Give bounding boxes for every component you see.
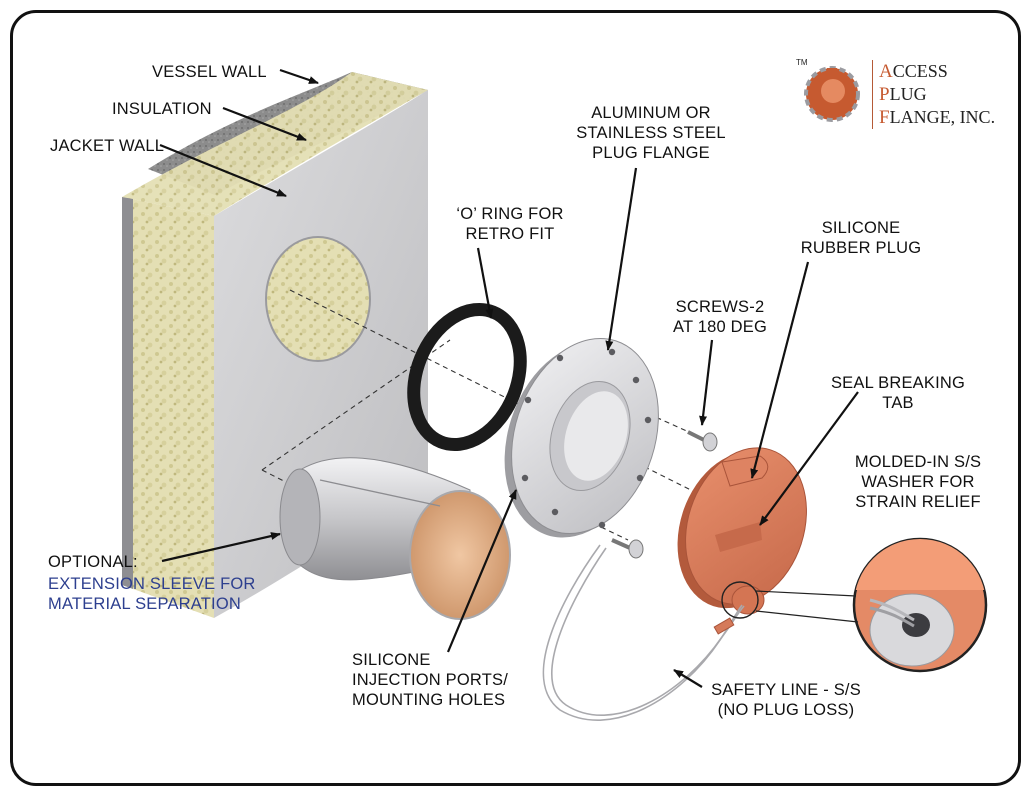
label-vessel-wall: VESSEL WALL (152, 63, 267, 81)
silicone-rubber-plug (677, 447, 807, 615)
screws (611, 430, 718, 559)
label-optional: OPTIONAL: (48, 553, 138, 571)
label-seal-breaking-tab: SEAL BREAKING TAB (830, 374, 966, 412)
logo-line-3: FLANGE, INC. (879, 107, 996, 128)
wall-hole (265, 236, 371, 362)
insulation-top (122, 72, 428, 216)
jacket-edge (122, 197, 133, 589)
company-logo-text: ACCESS PLUG FLANGE, INC. (872, 60, 995, 129)
trademark-mark: TM (796, 58, 808, 67)
label-washer: MOLDED-IN S/S WASHER FOR STRAIN RELIEF (854, 453, 982, 511)
label-insulation: INSULATION (112, 100, 212, 118)
extension-sleeve (279, 457, 511, 620)
safety-line (542, 544, 745, 721)
label-rubber-plug: SILICONE RUBBER PLUG (800, 219, 922, 257)
label-extension-sleeve: EXTENSION SLEEVE FOR MATERIAL SEPARATION (48, 575, 256, 613)
insulation-side (122, 197, 214, 618)
washer-detail-lens (721, 537, 988, 673)
label-jacket-wall: JACKET WALL (50, 137, 165, 155)
logo-line-1: ACCESS (879, 61, 948, 82)
logo-line-2: PLUG (879, 84, 927, 105)
leader-arrows (159, 68, 859, 688)
label-plug-flange: ALUMINUM OR STAINLESS STEEL PLUG FLANGE (576, 104, 726, 162)
label-injection-ports: SILICONE INJECTION PORTS/ MOUNTING HOLES (352, 651, 508, 709)
logo-mark (804, 66, 860, 122)
plug-flange (504, 337, 659, 538)
label-screws: SCREWS-2 AT 180 DEG (672, 298, 767, 336)
label-safety-line: SAFETY LINE - S/S (NO PLUG LOSS) (711, 681, 861, 719)
label-o-ring: ‘O’ RING FOR RETRO FIT (456, 205, 564, 243)
